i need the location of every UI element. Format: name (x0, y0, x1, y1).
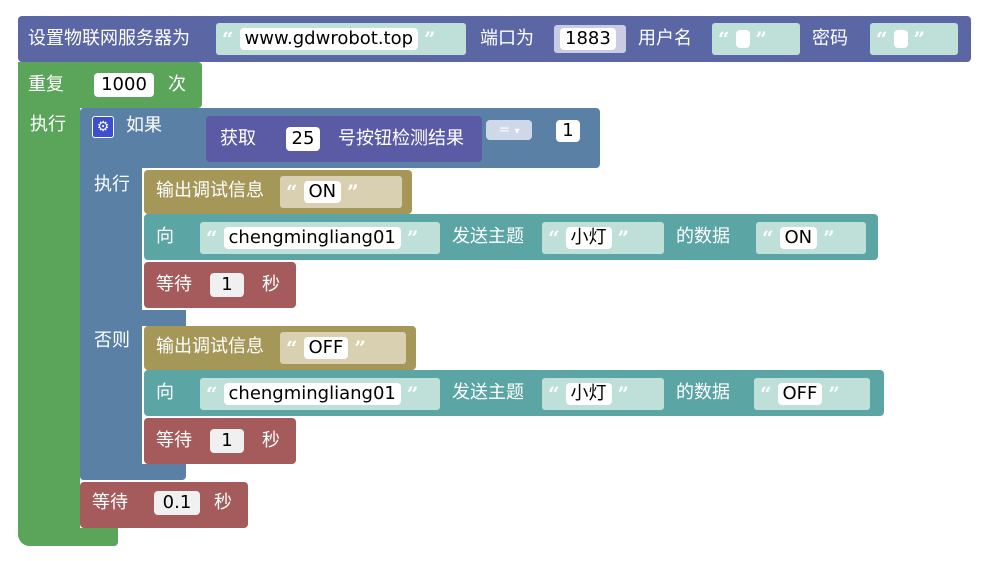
username-label: 用户名 (638, 28, 692, 49)
username-field[interactable] (735, 30, 750, 48)
then-data-label: 的数据 (676, 226, 730, 247)
else-wait-unit: 秒 (262, 430, 280, 451)
password-label: 密码 (812, 28, 848, 49)
quote-icon: “ (548, 226, 560, 250)
else-wait-field[interactable]: 1 (210, 429, 244, 453)
final-wait-field[interactable]: 0.1 (154, 491, 200, 515)
quote-icon: ” (406, 226, 419, 250)
server-string-slot[interactable]: “ www.gdwrobot.top ” (216, 23, 466, 55)
quote-icon: ” (617, 226, 630, 250)
quote-icon: “ (206, 382, 218, 406)
compare-value-field[interactable]: 1 (556, 120, 580, 142)
if-label: 如果 (126, 115, 162, 136)
mqtt-setup-block[interactable]: 设置物联网服务器为 “ www.gdwrobot.top ” 端口为 1883 … (18, 16, 971, 62)
port-field[interactable]: 1883 (560, 28, 616, 50)
else-label: 否则 (94, 330, 130, 351)
then-debug-block[interactable]: 输出调试信息 “ ON ” (144, 170, 412, 214)
else-data-string-slot[interactable]: “ OFF ” (754, 378, 870, 410)
mqtt-setup-label: 设置物联网服务器为 (28, 28, 190, 49)
quote-icon: ” (828, 382, 840, 406)
then-wait-block[interactable]: 等待 1 秒 (144, 262, 296, 308)
repeat-loop-footer (18, 528, 118, 546)
quote-icon: ” (347, 180, 359, 204)
else-topic-string-slot[interactable]: “ 小灯 ” (542, 378, 664, 410)
if-header[interactable]: ⚙ 如果 获取 25 号按钮检测结果 = ▾ 1 (80, 108, 600, 168)
then-wait-label: 等待 (156, 274, 192, 295)
else-topic-field[interactable]: 小灯 (565, 383, 612, 405)
else-send-block[interactable]: 向 “ chengmingliang01 ” 发送主题 “ 小灯 ” 的数据 “… (144, 370, 884, 416)
else-debug-block[interactable]: 输出调试信息 “ OFF ” (144, 326, 416, 370)
quote-icon: ” (406, 382, 419, 406)
repeat-count-field[interactable]: 1000 (94, 73, 154, 97)
if-else-block[interactable] (80, 108, 142, 480)
quote-icon: ” (755, 27, 768, 51)
else-data-field[interactable]: OFF (777, 383, 823, 405)
then-debug-label: 输出调试信息 (156, 180, 264, 201)
repeat-loop-header[interactable]: 重复 1000 次 (18, 62, 202, 108)
else-send-to-label: 向 (156, 382, 174, 403)
port-label: 端口为 (480, 28, 534, 49)
then-topic-label: 发送主题 (452, 226, 524, 247)
button-number-field[interactable]: 25 (286, 127, 320, 151)
repeat-times-label: 次 (168, 74, 186, 95)
then-wait-field[interactable]: 1 (210, 273, 244, 297)
else-wait-label: 等待 (156, 430, 192, 451)
quote-icon: “ (286, 336, 298, 360)
then-topic-string-slot[interactable]: “ 小灯 ” (542, 222, 664, 254)
get-label: 获取 (220, 128, 256, 149)
gear-icon[interactable]: ⚙ (92, 116, 114, 138)
then-debug-string-slot[interactable]: “ ON ” (280, 176, 402, 208)
then-send-to-label: 向 (156, 226, 174, 247)
if-else-divider (80, 310, 186, 326)
quote-icon: “ (206, 226, 218, 250)
then-debug-value[interactable]: ON (303, 181, 342, 203)
repeat-label: 重复 (28, 74, 64, 95)
quote-icon: “ (222, 27, 234, 51)
then-data-string-slot[interactable]: “ ON ” (756, 222, 866, 254)
then-client-string-slot[interactable]: “ chengmingliang01 ” (200, 222, 440, 254)
port-slot[interactable]: 1883 (554, 25, 626, 53)
then-data-field[interactable]: ON (779, 227, 818, 249)
password-string-slot[interactable]: “ ” (870, 23, 958, 55)
then-topic-field[interactable]: 小灯 (565, 227, 612, 249)
else-client-field[interactable]: chengmingliang01 (223, 383, 401, 405)
quote-icon: ” (823, 226, 835, 250)
final-wait-label: 等待 (92, 492, 128, 513)
server-field[interactable]: www.gdwrobot.top (239, 28, 419, 50)
get-suffix-label: 号按钮检测结果 (338, 128, 464, 149)
else-debug-value[interactable]: OFF (303, 337, 349, 359)
then-send-block[interactable]: 向 “ chengmingliang01 ” 发送主题 “ 小灯 ” 的数据 “… (144, 214, 878, 260)
else-topic-label: 发送主题 (452, 382, 524, 403)
chevron-down-icon: ▾ (514, 126, 520, 137)
else-wait-block[interactable]: 等待 1 秒 (144, 418, 296, 464)
password-field[interactable] (893, 30, 908, 48)
quote-icon: ” (617, 382, 630, 406)
quote-icon: “ (760, 382, 772, 406)
else-data-label: 的数据 (676, 382, 730, 403)
quote-icon: ” (424, 27, 436, 51)
quote-icon: “ (762, 226, 774, 250)
quote-icon: ” (913, 27, 926, 51)
then-wait-unit: 秒 (262, 274, 280, 295)
username-string-slot[interactable]: “ ” (712, 23, 800, 55)
operator-symbol: = (498, 122, 511, 138)
repeat-loop-block[interactable] (18, 62, 80, 546)
button-reading-block[interactable]: 获取 25 号按钮检测结果 (206, 116, 482, 162)
quote-icon: “ (876, 27, 888, 51)
quote-icon: “ (286, 180, 298, 204)
then-label: 执行 (94, 174, 130, 195)
else-debug-string-slot[interactable]: “ OFF ” (280, 332, 406, 364)
quote-icon: “ (548, 382, 560, 406)
compare-operator-dropdown[interactable]: = ▾ (486, 120, 532, 140)
else-debug-label: 输出调试信息 (156, 336, 264, 357)
quote-icon: ” (354, 336, 366, 360)
final-wait-unit: 秒 (214, 492, 232, 513)
else-client-string-slot[interactable]: “ chengmingliang01 ” (200, 378, 440, 410)
quote-icon: “ (718, 27, 730, 51)
final-wait-block[interactable]: 等待 0.1 秒 (80, 482, 248, 528)
if-footer (80, 464, 186, 480)
loop-do-label: 执行 (30, 114, 66, 135)
then-client-field[interactable]: chengmingliang01 (223, 227, 401, 249)
